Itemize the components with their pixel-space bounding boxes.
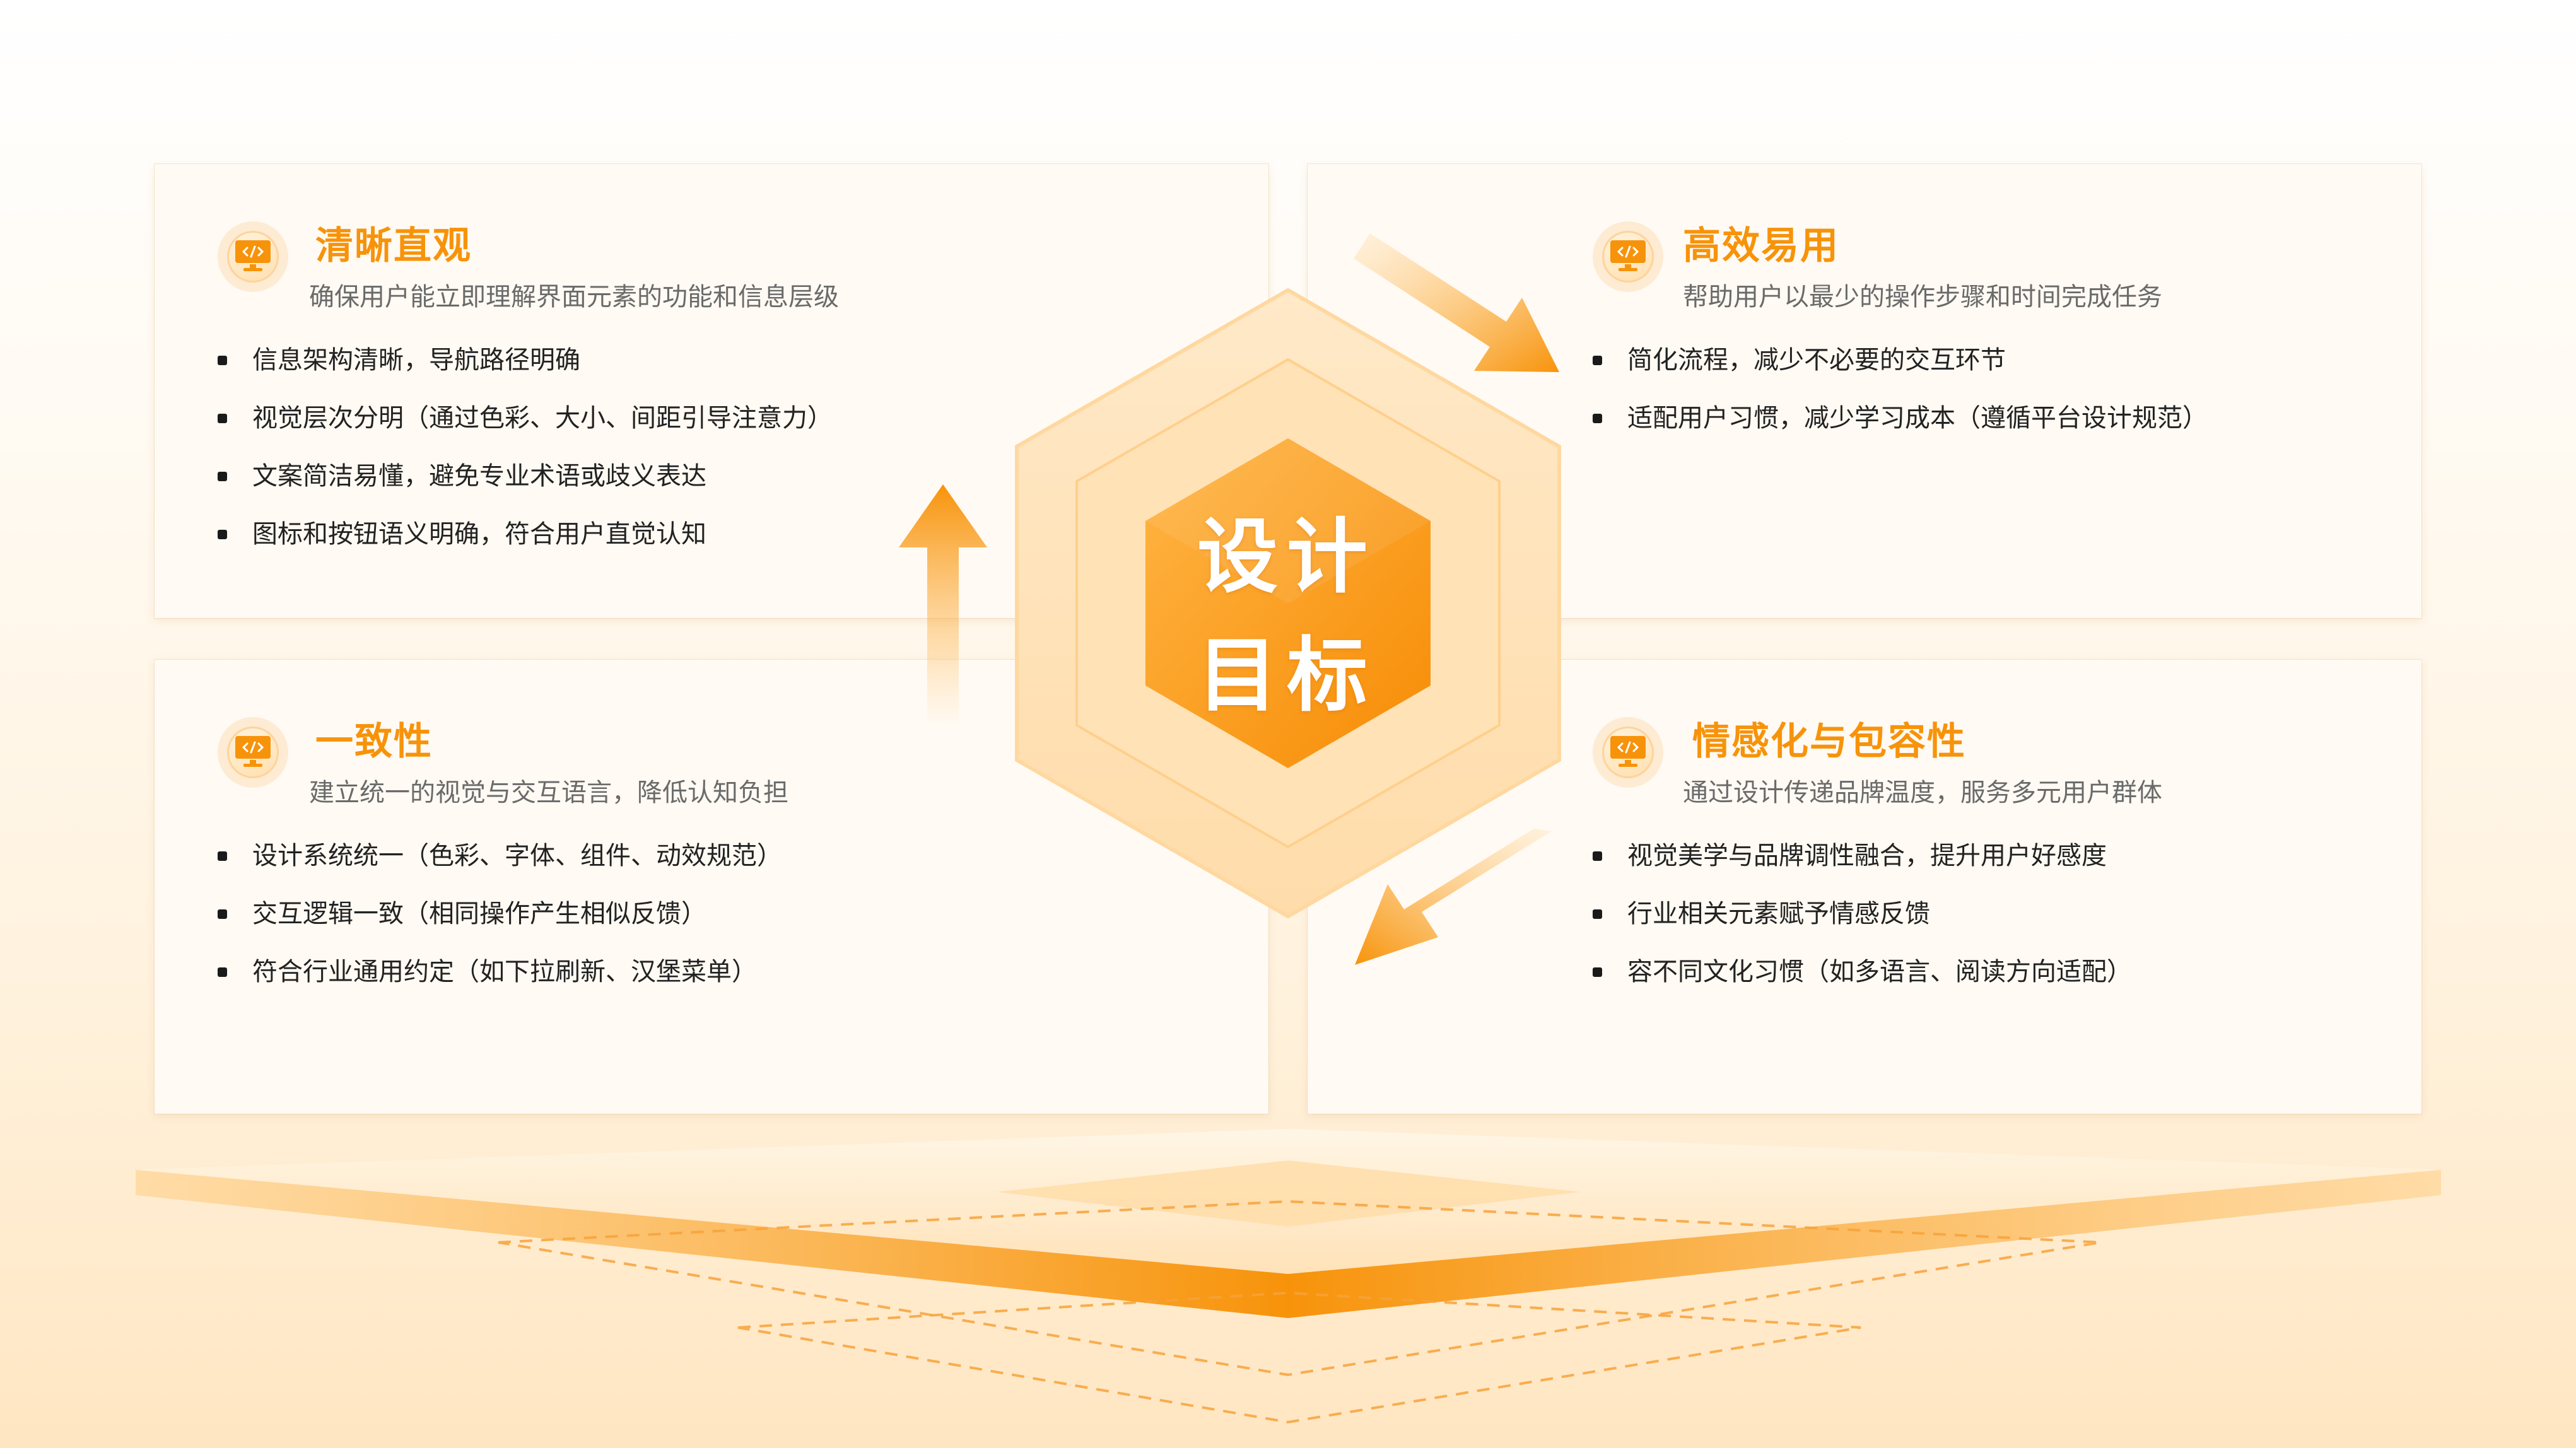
list-item: 图标和按钮语义明确，符合用户直觉认知 [218, 517, 833, 575]
code-monitor-icon [1593, 717, 1663, 788]
list-item: 文案简洁易懂，避免专业术语或歧义表达 [218, 458, 833, 517]
bullet-dot [1593, 967, 1602, 977]
center-label-line1: 设计 [1197, 510, 1376, 604]
card-title: 一致性 [315, 720, 433, 764]
list-item: 交互逻辑一致（相同操作产生相似反馈） [218, 896, 782, 954]
platform-inner-diamond [997, 1160, 1580, 1227]
code-monitor-icon [218, 221, 288, 292]
bullet-dot [1593, 414, 1602, 423]
bullet-dot [1593, 356, 1602, 365]
list-item: 容不同文化习惯（如多语言、阅读方向适配） [1593, 954, 2132, 1012]
card-subtitle: 建立统一的视觉与交互语言，降低认知负担 [309, 778, 788, 807]
bullet-dot [1593, 909, 1602, 919]
bullet-list: 视觉美学与品牌调性融合，提升用户好感度 行业相关元素赋予情感反馈 容不同文化习惯… [1593, 838, 2132, 1012]
bullet-dot [218, 530, 227, 539]
card-efficient-usable: 高效易用 帮助用户以最少的操作步骤和时间完成任务 简化流程，减少不必要的交互环节… [1308, 164, 2421, 618]
bullet-dot [218, 356, 227, 365]
card-title: 情感化与包容性 [1692, 720, 1966, 764]
list-item: 适配用户习惯，减少学习成本（遵循平台设计规范） [1593, 400, 2208, 458]
card-subtitle: 确保用户能立即理解界面元素的功能和信息层级 [309, 283, 839, 312]
bullet-dot [218, 472, 227, 481]
bullet-list: 简化流程，减少不必要的交互环节 适配用户习惯，减少学习成本（遵循平台设计规范） [1593, 342, 2208, 458]
dashed-diamond-2 [737, 1291, 1861, 1424]
bullet-dot [218, 414, 227, 423]
list-item: 简化流程，减少不必要的交互环节 [1593, 342, 2208, 400]
bullet-dot [218, 851, 227, 861]
bullet-dot [218, 967, 227, 977]
code-monitor-icon [218, 717, 288, 788]
list-item: 行业相关元素赋予情感反馈 [1593, 896, 2132, 954]
list-item: 设计系统统一（色彩、字体、组件、动效规范） [218, 838, 782, 896]
card-emotional-inclusive: 情感化与包容性 通过设计传递品牌温度，服务多元用户群体 视觉美学与品牌调性融合，… [1308, 660, 2421, 1114]
dashed-diamond-1 [498, 1200, 2101, 1377]
card-title: 高效易用 [1683, 224, 1839, 268]
bullet-list: 信息架构清晰，导航路径明确 视觉层次分明（通过色彩、大小、间距引导注意力） 文案… [218, 342, 833, 575]
card-title: 清晰直观 [315, 224, 472, 268]
card-consistency: 一致性 建立统一的视觉与交互语言，降低认知负担 设计系统统一（色彩、字体、组件、… [155, 660, 1268, 1114]
list-item: 信息架构清晰，导航路径明确 [218, 342, 833, 400]
list-item: 符合行业通用约定（如下拉刷新、汉堡菜单） [218, 954, 782, 1012]
bullet-dot [1593, 851, 1602, 861]
center-label-line2: 目标 [1197, 629, 1376, 723]
center-label: 设计 目标 [1135, 498, 1438, 735]
card-subtitle: 帮助用户以最少的操作步骤和时间完成任务 [1683, 283, 2162, 312]
bullet-list: 设计系统统一（色彩、字体、组件、动效规范） 交互逻辑一致（相同操作产生相似反馈）… [218, 838, 782, 1012]
card-subtitle: 通过设计传递品牌温度，服务多元用户群体 [1683, 778, 2162, 807]
card-clear-intuitive: 清晰直观 确保用户能立即理解界面元素的功能和信息层级 信息架构清晰，导航路径明确… [155, 164, 1268, 618]
list-item: 视觉美学与品牌调性融合，提升用户好感度 [1593, 838, 2132, 896]
platform-edge-left [136, 1170, 1288, 1318]
bullet-dot [218, 909, 227, 919]
list-item: 视觉层次分明（通过色彩、大小、间距引导注意力） [218, 400, 833, 458]
code-monitor-icon [1593, 221, 1663, 292]
platform-edge-right [1288, 1170, 2441, 1318]
